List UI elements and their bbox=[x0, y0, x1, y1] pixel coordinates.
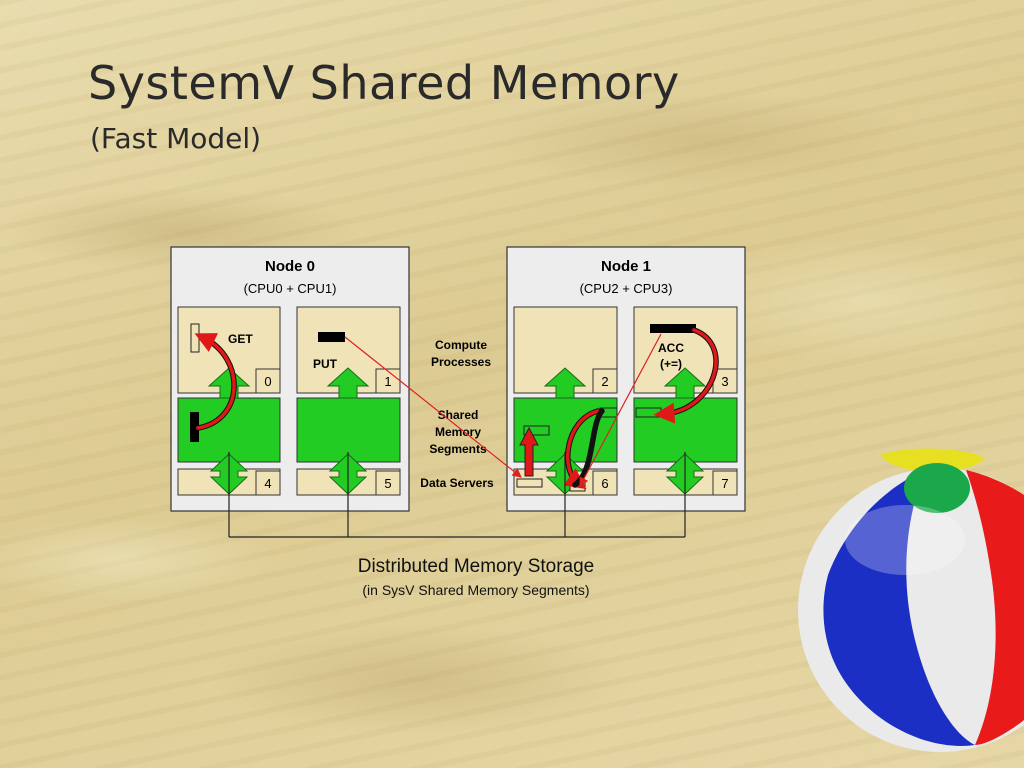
server-buffer-6a bbox=[516, 478, 543, 488]
srv-num-box-5 bbox=[375, 470, 401, 496]
segment-buffer-2a bbox=[523, 425, 550, 436]
put-block bbox=[318, 332, 345, 342]
srv-num-box-7 bbox=[712, 470, 738, 496]
red-up-arrow bbox=[519, 426, 539, 477]
beach-ball bbox=[798, 448, 1024, 752]
shared-segment-1 bbox=[296, 397, 401, 463]
compute-label-2: Processes bbox=[431, 355, 491, 369]
put-label: PUT bbox=[313, 357, 338, 371]
server-number-5: 5 bbox=[384, 476, 391, 491]
process-number-3: 3 bbox=[721, 374, 728, 389]
acc-block bbox=[650, 324, 696, 333]
footer-main: Distributed Memory Storage bbox=[357, 556, 595, 577]
process-number-0: 0 bbox=[264, 374, 271, 389]
get-source-block bbox=[190, 412, 199, 442]
server-number-4: 4 bbox=[264, 476, 271, 491]
compute-label-1: Compute bbox=[435, 338, 487, 352]
get-curve-arrow bbox=[194, 333, 236, 430]
node-0-title: Node 0 bbox=[265, 258, 315, 275]
slide-subtitle: (Fast Model) bbox=[90, 122, 262, 155]
get-buffer bbox=[190, 323, 200, 353]
acc-op-label: (+=) bbox=[660, 357, 682, 371]
up-arrow-2 bbox=[543, 367, 587, 399]
node-1-cpus: (CPU2 + CPU3) bbox=[580, 281, 673, 296]
srv-num-box-6 bbox=[592, 470, 618, 496]
proc-num-box-2 bbox=[592, 368, 618, 394]
acc-label: ACC bbox=[658, 341, 684, 355]
swap-curve-arrow-1 bbox=[563, 409, 600, 490]
up-arrow-1 bbox=[326, 367, 370, 399]
slide-title: SystemV Shared Memory bbox=[88, 56, 680, 110]
proc-num-box-0 bbox=[255, 368, 281, 394]
server-number-6: 6 bbox=[601, 476, 608, 491]
segment-buffer-3 bbox=[635, 407, 662, 418]
server-number-7: 7 bbox=[721, 476, 728, 491]
process-number-1: 1 bbox=[384, 374, 391, 389]
get-label: GET bbox=[228, 332, 253, 346]
node-0-cpus: (CPU0 + CPU1) bbox=[244, 281, 337, 296]
acc-remote-arrow bbox=[579, 333, 662, 488]
data-servers-label: Data Servers bbox=[420, 476, 494, 490]
process-number-2: 2 bbox=[601, 374, 608, 389]
shared-label-3: Segments bbox=[429, 442, 487, 456]
node-1-title: Node 1 bbox=[601, 258, 651, 275]
srv-num-box-4 bbox=[255, 470, 281, 496]
footer-sub: (in SysV Shared Memory Segments) bbox=[362, 582, 590, 598]
put-remote-arrow bbox=[344, 336, 522, 478]
up-arrow-3 bbox=[663, 367, 707, 399]
acc-curve-arrow bbox=[653, 328, 718, 424]
